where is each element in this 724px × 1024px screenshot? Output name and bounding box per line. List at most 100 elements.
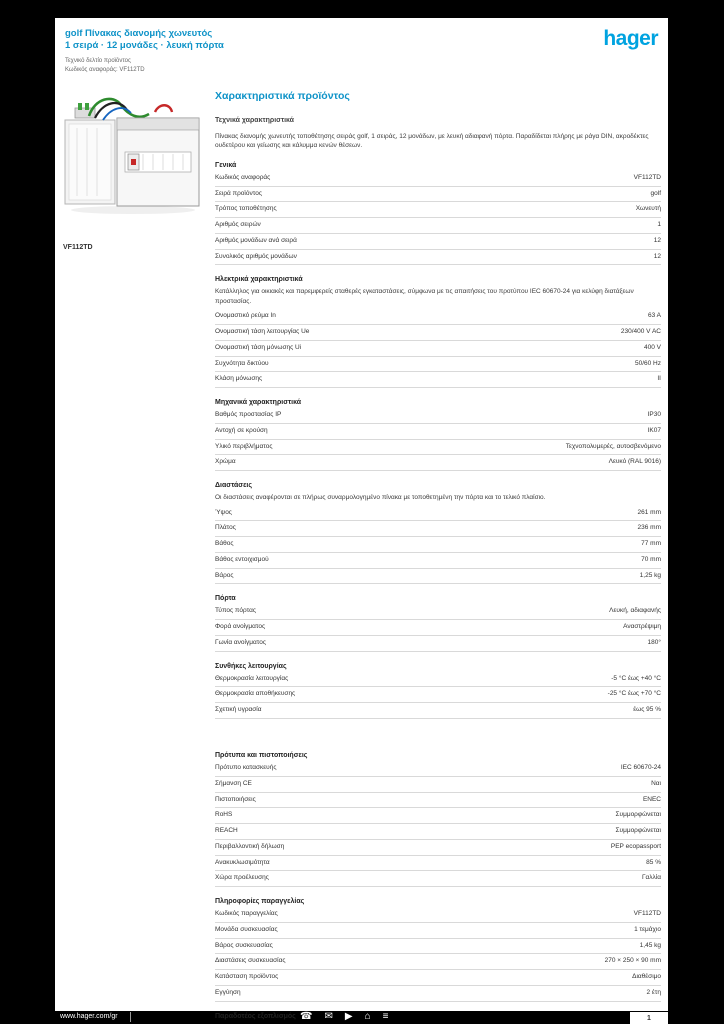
header: golf Πίνακας διανομής χωνευτός 1 σειρά ·… — [65, 28, 658, 88]
spec-label: Θερμοκρασία αποθήκευσης — [215, 690, 296, 698]
spec-label: Συνολικός αριθμός μονάδων — [215, 252, 297, 260]
spec-value: 85 % — [646, 858, 661, 866]
spec-row: Ονομαστική τάση λειτουργίας Ue 230/400 V … — [215, 325, 661, 341]
spec-label: Κλάση μόνωσης — [215, 375, 263, 383]
spec-value: 1,25 kg — [639, 571, 661, 579]
spec-value: ENEC — [642, 795, 661, 803]
spec-value: -5 °C έως +40 °C — [611, 674, 661, 682]
product-title-line2: 1 σειρά · 12 μονάδες · λευκή πόρτα — [65, 40, 224, 52]
characteristics-panel: Χαρακτηριστικά προϊόντος Τεχνικά χαρακτη… — [215, 90, 661, 1024]
spec-value: IK07 — [647, 426, 661, 434]
spec-label: Σειρά προϊόντος — [215, 189, 262, 197]
spec-value: 270 × 250 × 90 mm — [604, 957, 661, 965]
spec-value: 1 τεμάχιο — [634, 925, 661, 933]
spec-row: Περιβαλλοντική δήλωση PEP ecopassport — [215, 840, 661, 856]
spec-label: Κωδικός παραγγελίας — [215, 910, 278, 918]
spec-label: Αριθμός σειρών — [215, 221, 261, 229]
spec-label: Κατάσταση προϊόντος — [215, 973, 279, 981]
spec-label: Σχετική υγρασία — [215, 706, 262, 714]
home-icon[interactable]: ⌂ — [364, 1011, 371, 1022]
spec-value: 70 mm — [641, 555, 661, 563]
spec-label: Διαστάσεις συσκευασίας — [215, 957, 286, 965]
spec-value: VF112TD — [633, 173, 661, 181]
spec-value: Συμμορφώνεται — [615, 811, 662, 819]
sheet: golf Πίνακας διανομής χωνευτός 1 σειρά ·… — [55, 18, 668, 1020]
section-header: Μηχανικά χαρακτηριστικά — [215, 399, 302, 407]
spec-label: Βάρος — [215, 571, 234, 579]
mail-icon[interactable]: ✉ — [324, 1011, 333, 1022]
section-note: Οι διαστάσεις αναφέρονται σε πλήρως συνα… — [215, 494, 546, 502]
spec-label: Βάρος συσκευασίας — [215, 941, 273, 949]
spec-value: Συμμορφώνεται — [615, 827, 662, 835]
spec-label: Μονάδα συσκευασίας — [215, 925, 278, 933]
spec-label: Κωδικός αναφοράς — [215, 173, 271, 181]
spec-row: Μονάδα συσκευασίας 1 τεμάχιο — [215, 923, 661, 939]
spec-label: Βαθμός προστασίας IP — [215, 411, 282, 419]
section-header: Πληροφορίες παραγγελίας — [215, 898, 305, 906]
section-header: Πόρτα — [215, 595, 236, 603]
spec-value: 50/60 Hz — [634, 359, 661, 367]
technical-subheading: Τεχνικά χαρακτηριστικά — [215, 117, 294, 124]
phone-icon[interactable]: ☎ — [300, 1011, 313, 1022]
enclosure-illustration — [64, 97, 200, 214]
spec-label: Πρότυπο κατασκευής — [215, 764, 277, 772]
spec-row: Συνολικός αριθμός μονάδων 12 — [215, 250, 661, 266]
spec-value: 180° — [647, 638, 661, 646]
footer-url-link[interactable]: www.hager.com/gr — [60, 1013, 118, 1020]
footer-divider — [130, 1012, 131, 1022]
spec-label: Τρόπος τοποθέτησης — [215, 205, 277, 213]
menu-icon[interactable]: ≡ — [382, 1011, 389, 1022]
spec-label: Ονομαστική τάση λειτουργίας Ue — [215, 328, 310, 336]
spec-value: 12 — [653, 252, 661, 260]
spec-label: Περιβαλλοντική δήλωση — [215, 842, 285, 850]
spec-row: Ύψος 261 mm — [215, 506, 661, 522]
spec-label: Χώρα προέλευσης — [215, 874, 269, 882]
spec-row: Πιστοποιήσεις ENEC — [215, 793, 661, 809]
spec-value: 63 A — [647, 312, 661, 320]
section-header: Γενικά — [215, 161, 237, 169]
footer-icons: ☎ ✉ ▶ ⌂ ≡ — [300, 1010, 388, 1024]
spec-label: Τύπος πόρτας — [215, 607, 256, 615]
spec-row: Συχνότητα δικτύου 50/60 Hz — [215, 357, 661, 373]
spec-value: 236 mm — [637, 524, 661, 532]
spec-value: 230/400 V AC — [620, 328, 661, 336]
spec-label: Βάθος — [215, 540, 234, 548]
spec-label: Συχνότητα δικτύου — [215, 359, 269, 367]
section-note: Κατάλληλος για οικιακές και παρεμφερείς … — [215, 288, 634, 305]
characteristics-heading: Χαρακτηριστικά προϊόντος — [215, 90, 350, 102]
spec-value: -25 °C έως +70 °C — [607, 690, 661, 698]
spec-value: 12 — [653, 236, 661, 244]
spec-label: Πιστοποιήσεις — [215, 795, 256, 803]
spec-value: VF112TD — [633, 910, 661, 918]
spec-value: 1,45 kg — [639, 941, 661, 949]
spec-row: Βάρος 1,25 kg — [215, 569, 661, 585]
spec-value: PEP ecopassport — [610, 842, 661, 850]
spec-label: Αντοχή σε κρούση — [215, 426, 268, 434]
spec-value: 261 mm — [637, 508, 661, 516]
product-image — [59, 90, 207, 218]
spec-value: Ναι — [651, 779, 661, 787]
video-icon[interactable]: ▶ — [344, 1011, 353, 1022]
spec-row: Κωδικός παραγγελίας VF112TD — [215, 907, 661, 923]
spec-label: Ανακυκλωσιμότητα — [215, 858, 270, 866]
spec-label: Ύψος — [215, 508, 232, 516]
